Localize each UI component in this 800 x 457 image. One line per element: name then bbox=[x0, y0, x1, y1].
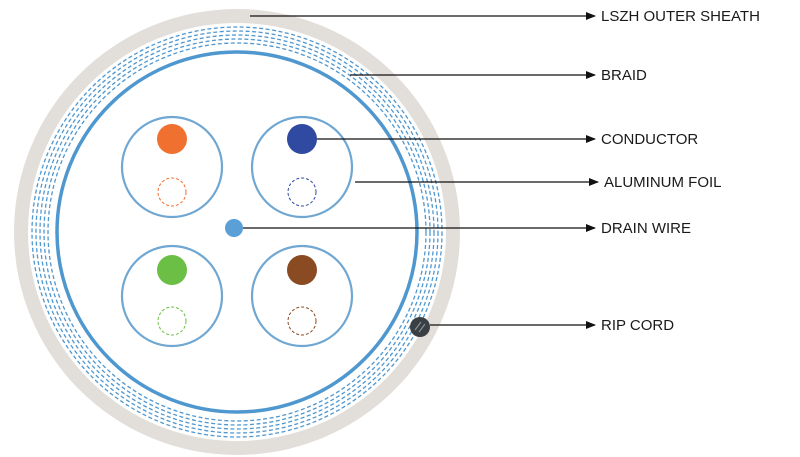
pair-3-conductor bbox=[157, 255, 187, 285]
pair-1-empty-slot bbox=[157, 177, 187, 207]
braid-ring-5 bbox=[47, 42, 427, 422]
braid-ring-2 bbox=[35, 30, 439, 434]
braid-ring-3 bbox=[39, 34, 435, 430]
pair-3-empty-slot bbox=[157, 306, 187, 336]
pair-2-empty-slot bbox=[287, 177, 317, 207]
pair-4-conductor bbox=[287, 255, 317, 285]
pair-3 bbox=[120, 244, 224, 348]
braid-layer bbox=[31, 26, 443, 438]
pair-1 bbox=[120, 115, 224, 219]
pair-1-ring bbox=[120, 115, 224, 219]
pair-2 bbox=[250, 115, 354, 219]
pair-1-conductor bbox=[157, 124, 187, 154]
leader-lines bbox=[243, 12, 599, 329]
pair-4-ring bbox=[250, 244, 354, 348]
pair-4 bbox=[250, 244, 354, 348]
label-rip-cord: RIP CORD bbox=[601, 317, 674, 334]
label-braid: BRAID bbox=[601, 67, 647, 84]
rip-cord bbox=[410, 317, 430, 337]
pair-2-ring bbox=[250, 115, 354, 219]
braid-ring-1 bbox=[31, 26, 443, 438]
pair-3-ring bbox=[120, 244, 224, 348]
pair-4-empty-slot bbox=[287, 306, 317, 336]
rip-cord-strands bbox=[414, 321, 426, 333]
label-aluminum-foil: ALUMINUM FOIL bbox=[604, 174, 722, 191]
label-drain-wire: DRAIN WIRE bbox=[601, 220, 691, 237]
braid-ring-4 bbox=[43, 38, 431, 426]
pair-2-conductor bbox=[287, 124, 317, 154]
drain-wire bbox=[225, 219, 243, 237]
rip-cord-body bbox=[410, 317, 430, 337]
label-conductor: CONDUCTOR bbox=[601, 131, 698, 148]
label-outer-sheath: LSZH OUTER SHEATH bbox=[601, 8, 760, 25]
